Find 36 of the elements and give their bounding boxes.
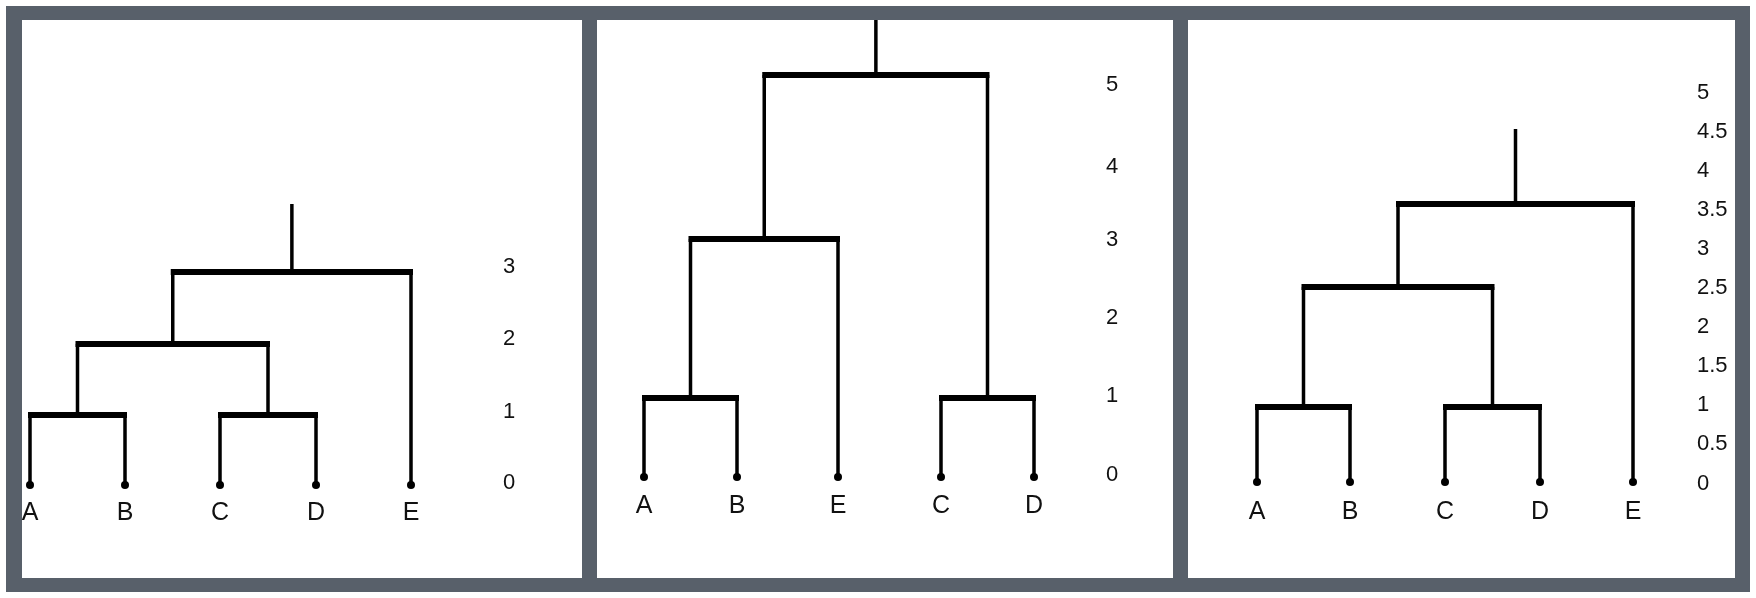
leaf-label: A [21, 498, 39, 524]
leaf-label: C [931, 491, 951, 517]
leaf-label: A [635, 491, 653, 517]
height-tick-label: 3 [503, 255, 516, 277]
height-tick-label: 0 [1106, 463, 1119, 485]
height-tick-label: 5 [1106, 73, 1119, 95]
height-tick-label: 0.5 [1697, 432, 1728, 454]
leaf-label: D [1024, 491, 1044, 517]
height-tick-label: 4.5 [1697, 120, 1728, 142]
leaf-label: C [210, 498, 230, 524]
leaf-label: B [116, 498, 134, 524]
height-tick-label: 3 [1697, 237, 1710, 259]
height-tick-label: 5 [1697, 81, 1710, 103]
height-tick-label: 4 [1697, 159, 1710, 181]
height-tick-label: 1 [1106, 384, 1119, 406]
height-tick-label: 2 [503, 327, 516, 349]
leaf-label: B [728, 491, 746, 517]
height-tick-label: 2 [1106, 306, 1119, 328]
leaf-label: C [1435, 497, 1455, 523]
height-tick-label: 2.5 [1697, 276, 1728, 298]
leaf-label: D [1530, 497, 1550, 523]
height-tick-label: 4 [1106, 155, 1119, 177]
leaf-label: E [402, 498, 420, 524]
height-tick-label: 1 [503, 400, 516, 422]
height-tick-label: 0 [1697, 472, 1710, 494]
height-tick-label: 1 [1697, 393, 1710, 415]
height-tick-label: 3.5 [1697, 198, 1728, 220]
leaf-label: E [1624, 497, 1642, 523]
leaf-label: B [1341, 497, 1359, 523]
height-tick-label: 2 [1697, 315, 1710, 337]
height-tick-label: 1.5 [1697, 354, 1728, 376]
height-tick-label: 0 [503, 471, 516, 493]
leaf-label: A [1248, 497, 1266, 523]
leaf-label: D [306, 498, 326, 524]
leaf-label: E [829, 491, 847, 517]
height-tick-label: 3 [1106, 228, 1119, 250]
